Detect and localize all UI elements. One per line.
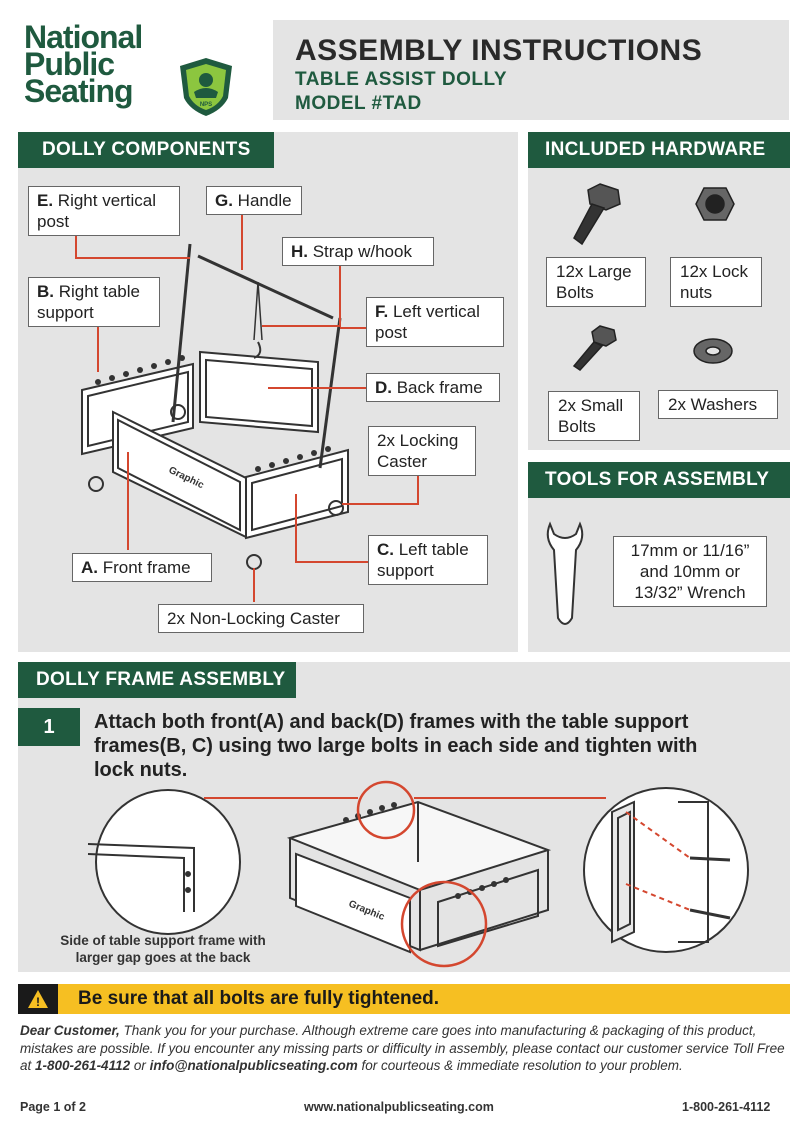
warning-bar: ! Be sure that all bolts are fully tight… xyxy=(18,984,790,1014)
logo: National Public Seating NPS xyxy=(24,19,254,116)
label-back-frame: D. Back frame xyxy=(366,373,500,402)
label-handle: G. Handle xyxy=(206,186,302,215)
washer-icon xyxy=(693,338,733,364)
label-locking-caster: 2x Locking Caster xyxy=(368,426,476,476)
warning-triangle-icon: ! xyxy=(28,990,48,1009)
svg-text:!: ! xyxy=(36,995,40,1009)
page-number: Page 1 of 2 xyxy=(20,1100,86,1114)
assembly-note: Side of table support frame with larger … xyxy=(60,933,266,965)
label-strap-with-hook: H. Strap w/hook xyxy=(282,237,434,266)
label-left-vertical-post: F. Left vertical post xyxy=(366,297,504,347)
small-bolt-icon xyxy=(572,325,617,371)
dolly-exploded-illustration: Graphic xyxy=(75,212,419,602)
customer-message: Dear Customer, Thank you for your purcha… xyxy=(20,1023,785,1073)
customer-greeting: Dear Customer, xyxy=(20,1023,120,1038)
svg-text:NPS: NPS xyxy=(200,102,212,108)
hardware-heading: INCLUDED HARDWARE xyxy=(528,132,790,168)
washers-label: 2x Washers xyxy=(658,390,778,419)
product-subtitle: TABLE ASSIST DOLLY xyxy=(295,69,508,90)
label-left-table-support: C. Left table support xyxy=(368,535,488,585)
step-number: 1 xyxy=(18,708,80,746)
customer-email[interactable]: info@nationalpublicseating.com xyxy=(149,1058,358,1073)
tools-heading: TOOLS FOR ASSEMBLY xyxy=(528,462,790,498)
components-heading: DOLLY COMPONENTS xyxy=(18,132,274,168)
warning-text: Be sure that all bolts are fully tighten… xyxy=(78,988,440,1009)
lock-nuts-label: 12x Lock nuts xyxy=(670,257,762,307)
logo-line-3: Seating xyxy=(24,73,134,109)
customer-phone[interactable]: 1-800-261-4112 xyxy=(35,1058,131,1073)
step-instruction: Attach both front(A) and back(D) frames … xyxy=(94,711,698,781)
small-bolts-label: 2x Small Bolts xyxy=(548,391,640,441)
shield-logo-icon: NPS xyxy=(180,58,232,116)
footer-phone[interactable]: 1-800-261-4112 xyxy=(682,1100,771,1114)
label-right-table-support: B. Right table support xyxy=(28,277,160,327)
page-title: ASSEMBLY INSTRUCTIONS xyxy=(295,34,703,67)
label-right-vertical-post: E. Right vertical post xyxy=(28,186,180,236)
model-number: MODEL #TAD xyxy=(295,93,422,114)
lock-nut-icon xyxy=(695,187,735,221)
assembly-illustration: Graphic xyxy=(87,780,749,968)
label-front-frame: A. Front frame xyxy=(72,553,212,582)
label-non-locking-caster: 2x Non-Locking Caster xyxy=(158,604,364,633)
large-bolt-icon xyxy=(573,183,621,246)
wrench-sizes-label: 17mm or 11/16” and 10mm or 13/32” Wrench xyxy=(613,536,767,607)
footer-website[interactable]: www.nationalpublicseating.com xyxy=(304,1100,494,1114)
logo-line-2: Public xyxy=(24,46,115,82)
large-bolts-label: 12x Large Bolts xyxy=(546,257,646,307)
warning-icon-box: ! xyxy=(18,984,58,1014)
title-block: ASSEMBLY INSTRUCTIONS TABLE ASSIST DOLLY… xyxy=(273,20,789,120)
assembly-heading: DOLLY FRAME ASSEMBLY xyxy=(18,662,296,698)
logo-line-1: National xyxy=(24,19,143,55)
wrench-icon xyxy=(546,521,584,625)
